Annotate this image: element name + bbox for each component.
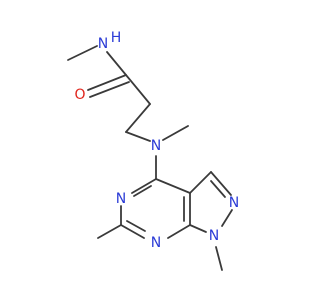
bond-nh-c [106,51,127,76]
bond-n1-c7a [167,224,191,239]
bond-c4-n3-inner [133,185,152,197]
amide-h-label: H [111,30,122,46]
bond-c2-n1 [120,224,145,239]
bond-c2-n1-inner [126,220,146,232]
bond-n2-n1 [221,209,233,227]
atom-labels: N H O N N N N N [74,30,239,251]
structure-svg: N H O N N N N N [67,30,239,271]
bond-n1-methyl [215,246,223,271]
bond-c3a-c4 [155,178,191,194]
bond-ch3-nh [67,45,98,61]
bond-c2-methyl [97,224,122,239]
bond-ch2a-ch2b [125,103,151,133]
bond-c4-n3 [131,178,157,194]
bonds [67,45,233,271]
bond-n-methyl [162,125,189,141]
molecule-diagram: N H O N N N N N [67,30,239,271]
carbonyl-o-label: O [74,87,85,103]
bond-c3-n2-inner [210,180,226,198]
bond-pyrazole-n1-c7a [189,224,207,233]
bond-c3-n2 [210,171,232,196]
pyrazole-n2-label: N [229,195,239,211]
pyrazole-n1-label: N [209,228,219,244]
bond-c3a-c3 [189,171,212,194]
pyrimidine-n1-label: N [151,235,161,251]
bond-co-2 [89,81,130,98]
bond-co-1 [87,74,127,91]
amide-n-label: N [98,36,108,52]
pyrimidine-n3-label: N [116,191,126,207]
bond-c-ch2a [125,74,151,105]
bond-ch2b-n [125,131,151,142]
tertiary-n-label: N [151,138,161,154]
